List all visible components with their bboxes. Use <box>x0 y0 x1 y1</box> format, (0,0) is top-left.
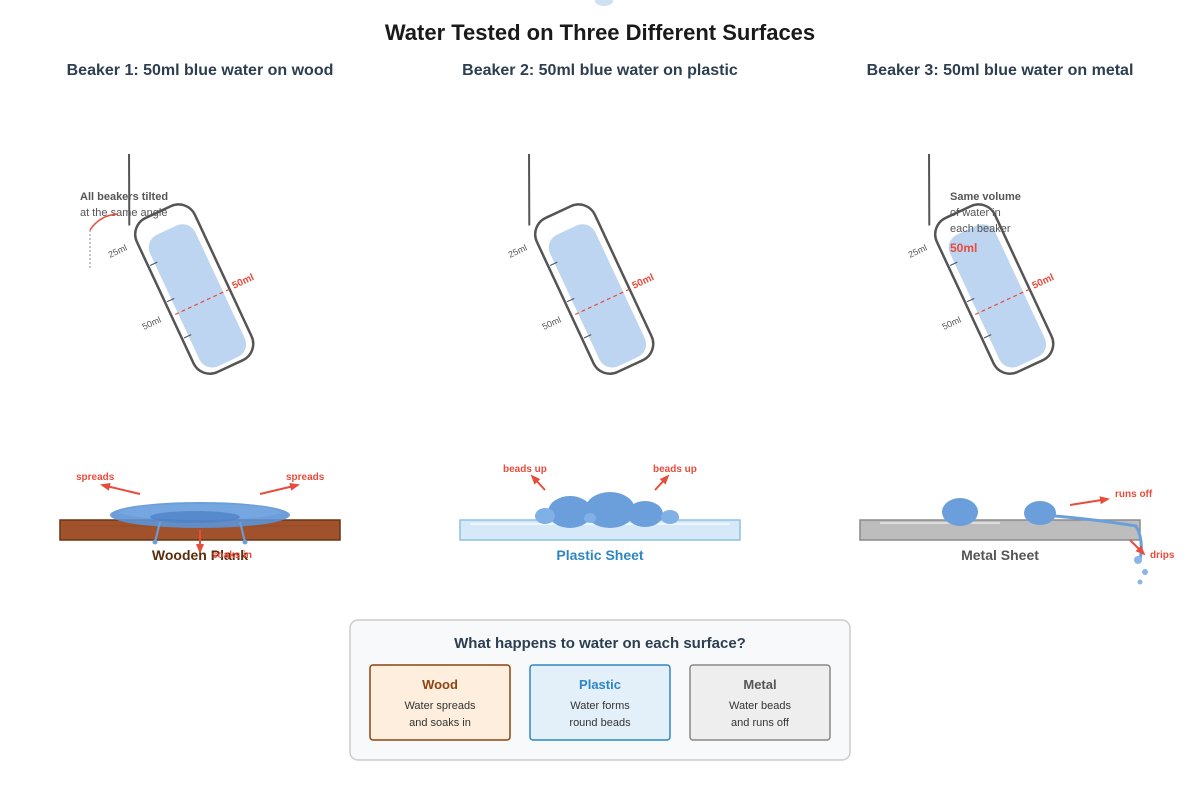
beaker-3-water <box>948 224 1047 368</box>
plastic-bead-label-right: beads up <box>653 464 697 475</box>
summary-card-wood-title: Wood <box>422 677 458 692</box>
wood-spread-label-left: spreads <box>76 472 115 483</box>
plastic-bead-label-left: beads up <box>503 464 547 475</box>
beaker-2-tick-c <box>583 334 592 339</box>
metal-drip-2 <box>1142 569 1148 575</box>
beaker-2-fill-line <box>574 287 633 316</box>
plastic-bead-1 <box>548 496 592 528</box>
beaker-1-note-line2: at the same angle <box>80 207 167 219</box>
summary-card-plastic-line1: Water forms <box>570 700 630 712</box>
beaker-3-spout <box>928 153 931 226</box>
beaker-3-heading: Beaker 3: 50ml blue water on metal <box>867 62 1134 79</box>
beaker-1-note-line1: All beakers tilted <box>80 191 168 203</box>
beaker-3: 25ml 50ml 50ml Same volume of water in e… <box>907 153 1057 375</box>
summary-card-wood-line1: Water spreads <box>404 700 476 712</box>
beaker-1-tick-c <box>183 334 192 339</box>
beaker-1-tick-50: 50ml <box>141 315 163 332</box>
beaker-1: 25ml 50ml 50ml All beakers tilted at the… <box>80 153 257 375</box>
beaker-1-heading: Beaker 1: 50ml blue water on wood <box>67 62 334 79</box>
plastic-bead-5 <box>661 510 679 524</box>
wood-spread-arrow-right <box>259 482 300 495</box>
metal-drip-1 <box>1134 556 1142 564</box>
beaker-3-tick-50: 50ml <box>941 315 963 332</box>
summary-card-plastic <box>529 664 671 741</box>
plastic-bead-arrow-right <box>654 474 670 491</box>
beaker-2-tick-b <box>566 297 575 303</box>
beaker-1-fill-mark: 50ml <box>231 272 257 292</box>
summary-box: What happens to water on each surface? W… <box>349 619 851 761</box>
summary-card-plastic-line2: round beads <box>569 717 631 729</box>
wood-soak-label: soaks in <box>212 550 252 561</box>
beaker-3-tick-25: 25ml <box>907 243 929 260</box>
beaker-3-note-value: 50ml <box>950 241 977 255</box>
beaker-2-fill-mark: 50ml <box>631 272 657 292</box>
wood-surface: spreads spreads Wooden Plank soaks in <box>59 472 341 563</box>
wood-surface-label: Wooden Plank <box>152 547 248 563</box>
wood-water-core <box>150 511 240 523</box>
plastic-bead-4 <box>535 508 555 524</box>
metal-drip-arrow <box>1129 539 1146 556</box>
beaker-2-heading: Beaker 2: 50ml blue water on plastic <box>462 62 738 79</box>
metal-sheet <box>859 519 1141 541</box>
beaker-2-water <box>548 224 647 368</box>
summary-card-wood-line2: and soaks in <box>409 717 471 729</box>
plastic-bead-3 <box>627 501 663 527</box>
beaker-3-tick-c <box>983 334 992 339</box>
wood-spread-arrow-left <box>100 482 141 495</box>
metal-runoff-arrow <box>1069 496 1110 506</box>
beaker-3-note-line1: Same volume <box>950 191 1021 203</box>
plastic-bead-6 <box>584 513 596 523</box>
summary-card-metal <box>689 664 831 741</box>
plastic-bead-arrow-left <box>530 474 546 491</box>
beaker-1-fill-line <box>174 287 233 316</box>
beaker-1-tick-b <box>166 297 175 303</box>
plastic-bead-2 <box>585 492 635 528</box>
beaker-1-spout <box>128 153 131 226</box>
top-water-drop <box>595 0 613 6</box>
metal-surface-label: Metal Sheet <box>961 547 1039 563</box>
beaker-2-spout <box>528 153 531 226</box>
wood-soak-drip-right <box>239 521 246 543</box>
beaker-3-tick-a <box>949 261 958 267</box>
summary-card-wood <box>369 664 511 741</box>
wood-soak-drip-left <box>154 521 161 543</box>
summary-card-metal-line1: Water beads <box>729 700 791 712</box>
metal-bead-1 <box>942 498 978 526</box>
wood-soak-drop-left <box>152 539 158 545</box>
summary-card-metal-line2: and runs off <box>731 717 790 729</box>
summary-card-metal-title: Metal <box>743 677 776 692</box>
beaker-1-tick-25: 25ml <box>107 243 129 260</box>
beaker-3-note-line2: of water in <box>950 207 1001 219</box>
beaker-2-tick-25: 25ml <box>507 243 529 260</box>
beaker-3-tick-b <box>966 297 975 303</box>
metal-surface: runs off drips Metal Sheet <box>859 489 1175 585</box>
angle-arc <box>89 213 119 231</box>
diagram-title: Water Tested on Three Different Surfaces <box>385 20 815 45</box>
summary-card-plastic-title: Plastic <box>579 677 621 692</box>
beaker-3-fill-line <box>974 287 1033 316</box>
metal-runoff-label: runs off <box>1115 489 1153 500</box>
beaker-1-tick-a <box>149 261 158 267</box>
beaker-1-water <box>148 224 247 368</box>
metal-drip-label: drips <box>1150 550 1175 561</box>
wood-soak-drop-right <box>242 539 248 545</box>
summary-title: What happens to water on each surface? <box>454 635 746 652</box>
beaker-2-tick-a <box>549 261 558 267</box>
beaker-2-tick-50: 50ml <box>541 315 563 332</box>
beaker-3-fill-mark: 50ml <box>1031 272 1057 292</box>
plastic-surface-label: Plastic Sheet <box>556 547 643 563</box>
wood-spread-label-right: spreads <box>286 472 325 483</box>
metal-drip-3 <box>1137 579 1143 585</box>
metal-bead-2 <box>1024 501 1056 525</box>
beaker-3-note-line3: each beaker <box>950 223 1011 235</box>
plastic-surface: beads up beads up Plastic Sheet <box>459 464 741 563</box>
beaker-2: 25ml 50ml 50ml <box>507 153 657 375</box>
